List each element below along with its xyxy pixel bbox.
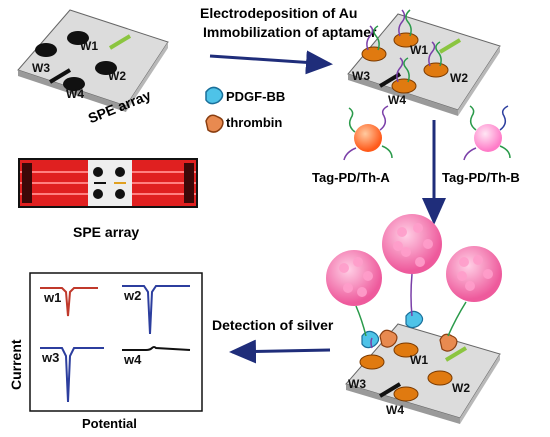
plot-xlabel: Potential: [82, 416, 137, 431]
label-w3-modified: W3: [352, 69, 370, 83]
label-w4-sandwich: W4: [386, 403, 404, 417]
label-w1-sandwich: W1: [410, 353, 428, 367]
electrode-w4-bare: [63, 77, 85, 91]
label-w2-modified: W2: [450, 71, 468, 85]
legend: PDGF-BB thrombin: [205, 86, 285, 133]
panel-label-w1: w1: [43, 290, 61, 305]
silver-nanoparticle-clusters: [326, 214, 502, 306]
label-w2-bare: W2: [108, 69, 126, 83]
tag-probe-a: [343, 105, 393, 161]
panel-label-w3: w3: [41, 350, 59, 365]
label-w3-bare: W3: [32, 61, 50, 75]
pdgf-icon: [205, 86, 224, 105]
gold-electrode-w3: [361, 46, 387, 62]
legend-pdgf-text: PDGF-BB: [226, 89, 285, 104]
spe-array-modified: [347, 9, 501, 116]
voltammogram-plot: [29, 272, 203, 412]
tag-probe-a-label: Tag-PD/Th-A: [312, 170, 390, 185]
gold-electrode-w2: [423, 62, 449, 78]
arrow-step1: [209, 50, 333, 75]
nanoparticle-cluster-right: [446, 246, 502, 302]
step-aptamer-text: Immobilization of aptamer: [203, 24, 377, 40]
spe-array-sandwich: [345, 273, 501, 424]
panel-label-w2: w2: [123, 288, 141, 303]
label-w2-sandwich: W2: [452, 381, 470, 395]
tag-probe-b-label: Tag-PD/Th-B: [442, 170, 520, 185]
spe-array-photo-label: SPE array: [73, 224, 139, 240]
tag-a-sphere-icon: [354, 124, 382, 152]
step-detection-text: Detection of silver: [212, 317, 334, 333]
step-deposition-text: Electrodeposition of Au: [200, 5, 357, 21]
electrode-w3-bare: [35, 43, 57, 57]
trace-w3: [40, 347, 104, 403]
nanoparticle-cluster-left: [326, 250, 382, 306]
bound-thrombin-icon: [379, 329, 398, 348]
trace-w2: [122, 285, 190, 335]
plot-frame: [29, 272, 203, 412]
electrode-w2-bare: [95, 61, 117, 75]
tag-b-sphere-icon: [474, 124, 502, 152]
trace-w1: [40, 287, 98, 317]
spe-array-photo: [18, 158, 198, 208]
reference-electrode-bar: [108, 34, 132, 50]
panel-label-w4: w4: [123, 352, 142, 367]
plot-ylabel: Current: [8, 339, 24, 390]
electrode-w1-bare: [67, 31, 89, 45]
legend-thrombin-text: thrombin: [226, 115, 282, 130]
label-w1-bare: W1: [80, 39, 98, 53]
bound-pdgf-icon: [361, 330, 380, 349]
thrombin-icon: [205, 114, 224, 133]
nanoparticle-cluster-center: [382, 214, 442, 274]
gold-electrode-w1: [393, 32, 419, 48]
trace-w4: [122, 346, 191, 351]
label-w3-sandwich: W3: [348, 377, 366, 391]
label-w1-modified: W1: [410, 43, 428, 57]
label-w4-bare: W4: [66, 87, 84, 101]
tag-probe-b: [463, 105, 511, 161]
arrow-step3: [229, 339, 331, 364]
label-w4-modified: W4: [388, 93, 406, 107]
spe-array-bare: [17, 9, 169, 112]
gold-electrode-w4: [391, 78, 417, 94]
counter-electrode-bar: [48, 68, 72, 84]
